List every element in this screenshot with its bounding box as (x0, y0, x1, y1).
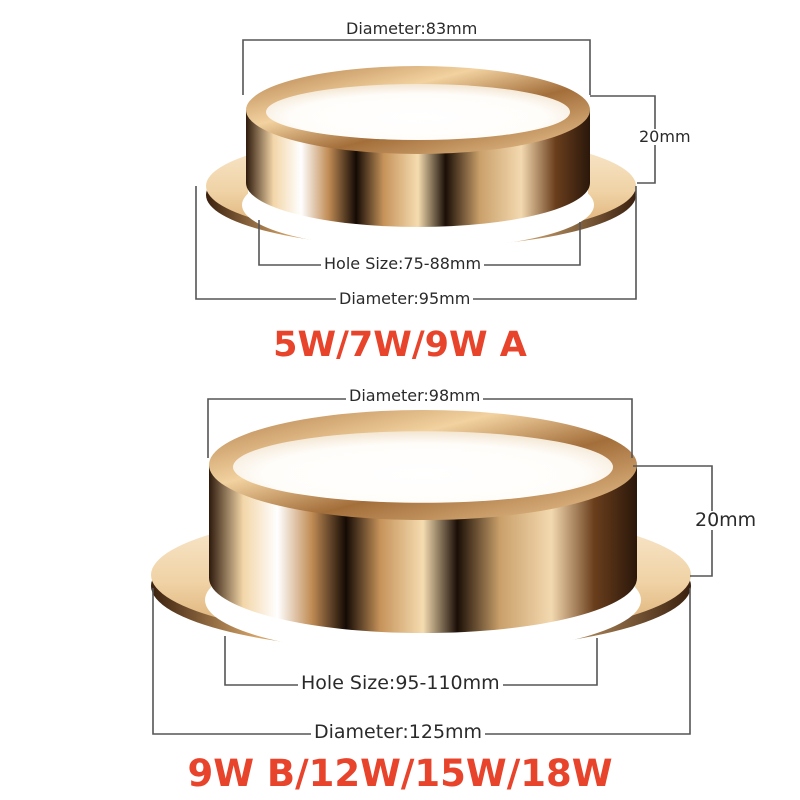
flange-diameter-label: Diameter:125mm (311, 723, 486, 742)
top-diameter-label: Diameter:83mm (343, 21, 481, 37)
top-diameter-label: Diameter:98mm (346, 388, 484, 404)
downlight (206, 66, 636, 249)
lens (233, 431, 613, 503)
model-title: 9W B/12W/15W/18W (187, 752, 613, 795)
hole-size-label: Hole Size:95-110mm (298, 674, 503, 693)
height-label: 20mm (636, 129, 694, 145)
hole-size-label: Hole Size:75-88mm (321, 256, 485, 272)
top-diameter-dimension-line (242, 39, 591, 95)
flange-diameter-label: Diameter:95mm (336, 291, 474, 307)
height-label: 20mm (692, 511, 760, 530)
model-title: 5W/7W/9W A (273, 325, 527, 365)
lens (266, 84, 570, 140)
downlight (151, 410, 691, 655)
